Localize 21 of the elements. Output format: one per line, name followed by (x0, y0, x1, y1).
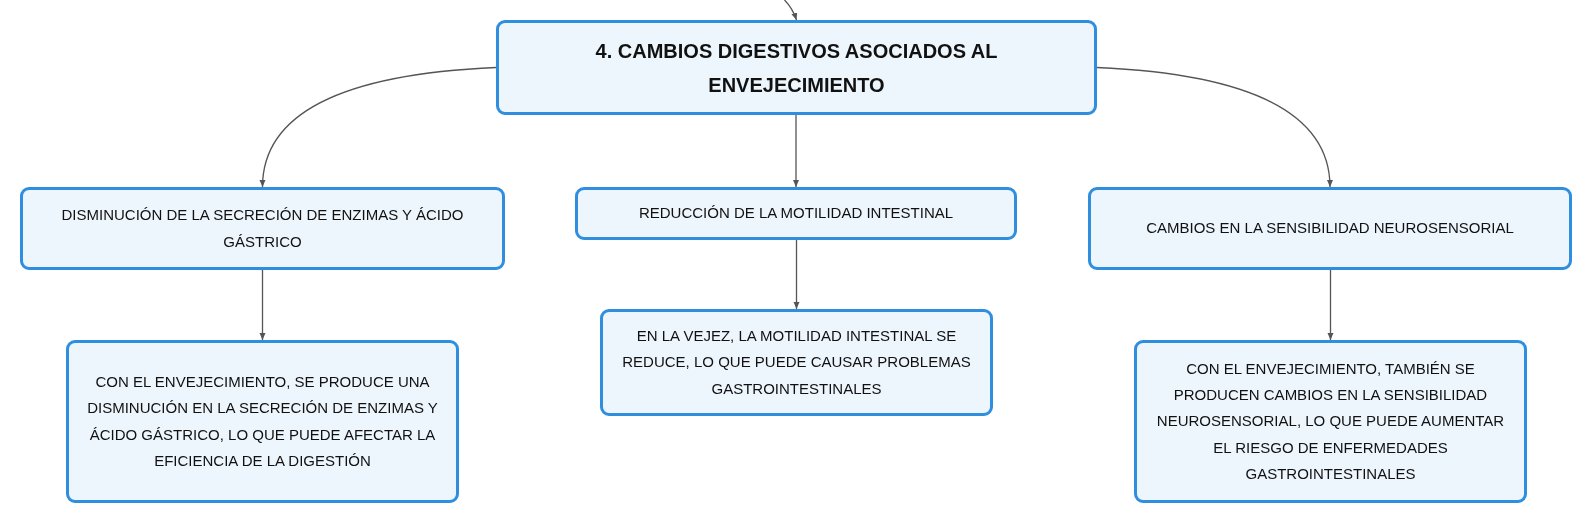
box-text: EN LA VEJEZ, LA MOTILIDAD INTESTINAL SE REDUCE, LO QUE PUEDE CAUSAR PROBLEMAS GASTROINTESTINALES (621, 326, 972, 399)
box-text: 4. CAMBIOS DIGESTIVOS ASOCIADOS AL ENVEJECIMIENTO (594, 38, 999, 98)
subtopic-box (1134, 340, 1527, 503)
box-text: DISMINUCIÓN DE LA SECRECIÓN DE ENZIMAS Y ÁCIDO GÁSTRICO (60, 205, 465, 252)
box-text: CAMBIOS EN LA SENSIBILIDAD NEUROSENSORIAL (1146, 218, 1514, 239)
subtopic-box (575, 187, 1017, 240)
subtopic-box (66, 340, 459, 503)
topic-box (496, 20, 1097, 115)
subtopic-box (600, 309, 993, 416)
arrow (1327, 269, 1334, 341)
subtopic-box (20, 187, 505, 270)
arrow (783, 0, 798, 21)
arrow (260, 66, 497, 188)
box-text: CON EL ENVEJECIMIENTO, TAMBIÉN SE PRODUCEN CAMBIOS EN LA SENSIBILIDAD NEUROSENSORIAL, LO QUE PUEDE AUMENTAR EL RIESGO DE ENFERMEDADES GASTROINTESTINALES (1155, 358, 1506, 484)
arrow (793, 239, 800, 310)
box-text: REDUCCIÓN DE LA MOTILIDAD INTESTINAL (638, 203, 954, 224)
arrow (259, 269, 266, 341)
box-text: CON EL ENVEJECIMIENTO, SE PRODUCE UNA DISMINUCIÓN EN LA SECRECIÓN DE ENZIMAS Y ÁCIDO GÁSTRICO, LO QUE PUEDE AFECTAR LA EFICIENCIA DE LA DIGESTIÓN (86, 372, 439, 471)
arrow (793, 114, 799, 188)
subtopic-box (1088, 187, 1572, 270)
arrow (1096, 66, 1333, 188)
